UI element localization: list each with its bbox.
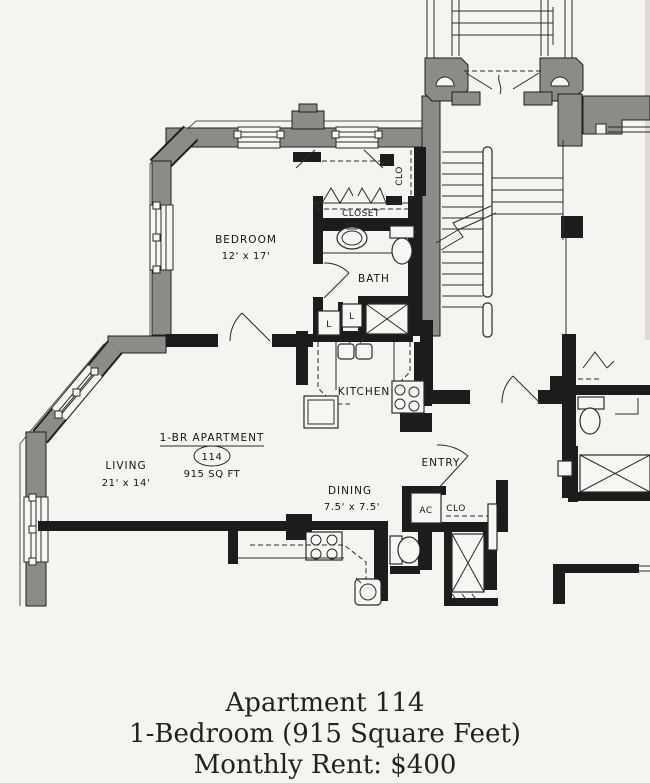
- bedroom-door-swing: [229, 312, 243, 342]
- linen-closet-1: [317, 310, 341, 336]
- floor-plan-drawing: BEDROOM 12' x 17' CLOSET CLO BATH L L KI…: [19, 0, 650, 607]
- linen-1-label: L: [326, 320, 332, 330]
- bedroom-dims: 12' x 17': [222, 251, 271, 262]
- toilet-bowl: [391, 237, 413, 265]
- caption-line-3: Monthly Rent: $400: [193, 750, 457, 780]
- caption-line-2: 1-Bedroom (915 Square Feet): [129, 719, 521, 749]
- bath-fixtures: [317, 223, 415, 336]
- room-labels: BEDROOM 12' x 17' CLOSET CLO BATH L L KI…: [102, 166, 466, 516]
- stair-break-line: [435, 205, 492, 244]
- hall-door-leaf: [487, 503, 498, 551]
- neighbor-toilet-bowl: [397, 536, 421, 564]
- bedroom-label: BEDROOM: [215, 234, 277, 246]
- entry-door-swing: [501, 375, 514, 404]
- kitchen-sink: [337, 343, 355, 360]
- scan-edge-shadow: [645, 0, 650, 340]
- unit-number-oval: [193, 445, 231, 467]
- unit-label: 1-BR APARTMENT: [160, 432, 265, 444]
- caption-block: Apartment 114 1-Bedroom (915 Square Feet…: [0, 688, 650, 781]
- living-dims: 21' x 14': [102, 478, 151, 489]
- neighbor-toilet2-bowl: [579, 407, 601, 435]
- entry-label: ENTRY: [422, 457, 461, 469]
- ac-label: AC: [419, 506, 432, 516]
- kitchen-label: KITCHEN: [338, 386, 391, 398]
- entrance-door-leaf: [465, 72, 493, 90]
- windows: [23, 126, 383, 566]
- neighbor-sink: [354, 578, 382, 606]
- linen-2-label: L: [349, 312, 355, 322]
- interior-walls: [38, 147, 650, 606]
- dining-label: DINING: [328, 485, 372, 497]
- living-label: LIVING: [105, 460, 146, 472]
- neighbor-fragments: [238, 351, 650, 606]
- entry-door-leaf: [512, 375, 541, 404]
- hall-closet-door-leaf: [436, 455, 469, 491]
- unit-number: 114: [202, 452, 223, 463]
- doors: [229, 149, 541, 491]
- closet-label: CLOSET: [342, 209, 380, 219]
- toilet-tank: [389, 225, 415, 239]
- bath-door-swing: [323, 262, 350, 274]
- neighbor-toilet2-tank: [577, 396, 605, 410]
- hall-closet-door-swing: [436, 444, 469, 457]
- exterior-face-line: [19, 120, 432, 606]
- staircase: [435, 140, 567, 338]
- bath-door-leaf: [323, 272, 350, 299]
- ac-closet: [410, 492, 442, 524]
- unit-area: 915 SQ FT: [184, 469, 241, 480]
- entrance-porch: [426, 0, 650, 135]
- entry-clo-label: CLO: [446, 504, 466, 514]
- bath-sink: [336, 226, 368, 250]
- base-cabinet: [303, 395, 339, 429]
- entry-closets: [410, 460, 573, 551]
- stair-rail: [482, 146, 493, 298]
- entrance-door-leaf: [512, 72, 540, 90]
- linen-closet-2: [341, 303, 363, 328]
- caption-line-1: Apartment 114: [225, 688, 425, 718]
- dining-dims: 7.5' x 7.5': [324, 502, 380, 513]
- bedroom-door-leaf: [241, 312, 271, 342]
- kitchen-fixtures: [303, 337, 425, 429]
- bath-label: BATH: [358, 273, 390, 285]
- bedroom-clo-label: CLO: [395, 166, 405, 186]
- unit-title-block: 1-BR APARTMENT 114 915 SQ FT: [160, 432, 265, 480]
